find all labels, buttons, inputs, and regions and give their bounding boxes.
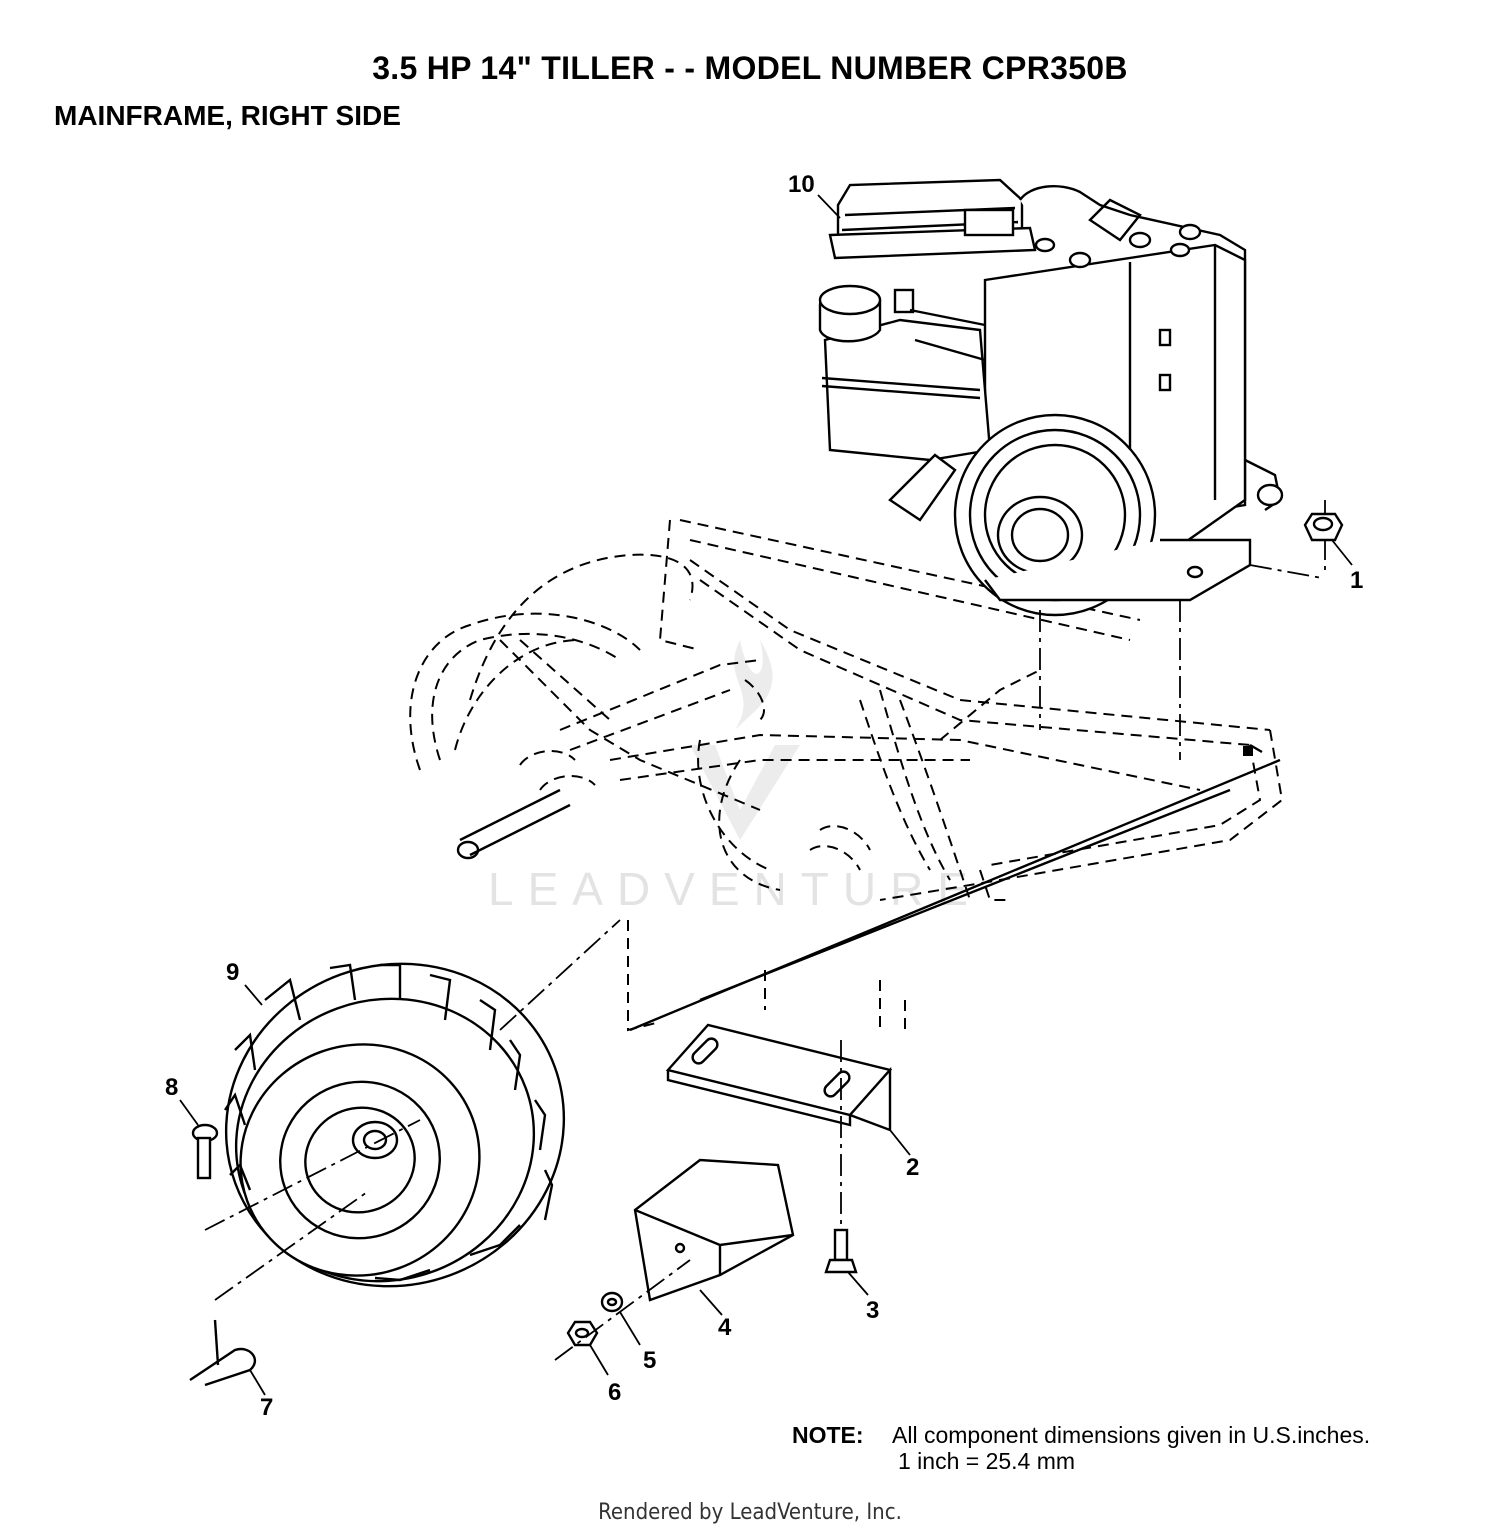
dimension-note: NOTE: All component dimensions given in U… <box>792 1422 1370 1474</box>
mainframe-dashed <box>409 519 1284 1035</box>
bolt-part-3 <box>824 1228 858 1274</box>
callout-7: 7 <box>260 1394 273 1421</box>
callout-5: 5 <box>643 1347 656 1374</box>
callout-6: 6 <box>608 1379 621 1406</box>
callout-10: 10 <box>788 171 815 198</box>
engine-part-10 <box>818 178 1284 617</box>
bracket-part-2 <box>665 1023 893 1132</box>
note-line-1: All component dimensions given in U.S.in… <box>892 1422 1371 1448</box>
lock-washer-part-5 <box>600 1291 624 1313</box>
callout-8: 8 <box>165 1074 178 1101</box>
callout-9: 9 <box>226 959 239 986</box>
callout-numbers: 1 2 3 4 5 6 7 8 9 10 <box>165 171 1363 1421</box>
callout-1: 1 <box>1350 567 1363 594</box>
watermark-text: LEADVENTURE <box>488 863 982 915</box>
page-title: 3.5 HP 14" TILLER - - MODEL NUMBER CPR35… <box>372 50 1128 86</box>
footer-credit: Rendered by LeadVenture, Inc. <box>598 1500 902 1525</box>
wheel-part-9 <box>224 962 566 1288</box>
hex-nut-part-6 <box>566 1320 599 1347</box>
flange-nut-part-1 <box>1303 512 1344 542</box>
clevis-pin-part-8 <box>191 1123 219 1180</box>
note-line-2: 1 inch = 25.4 mm <box>898 1448 1076 1474</box>
section-subtitle: MAINFRAME, RIGHT SIDE <box>54 100 401 131</box>
hairpin-cotter-part-7 <box>189 1319 257 1387</box>
watermark: LEADVENTURE <box>488 640 982 915</box>
note-label: NOTE: <box>792 1422 864 1448</box>
callout-2: 2 <box>906 1154 919 1181</box>
block-part-4 <box>633 1158 795 1302</box>
callout-4: 4 <box>718 1314 732 1341</box>
callout-3: 3 <box>866 1297 879 1324</box>
